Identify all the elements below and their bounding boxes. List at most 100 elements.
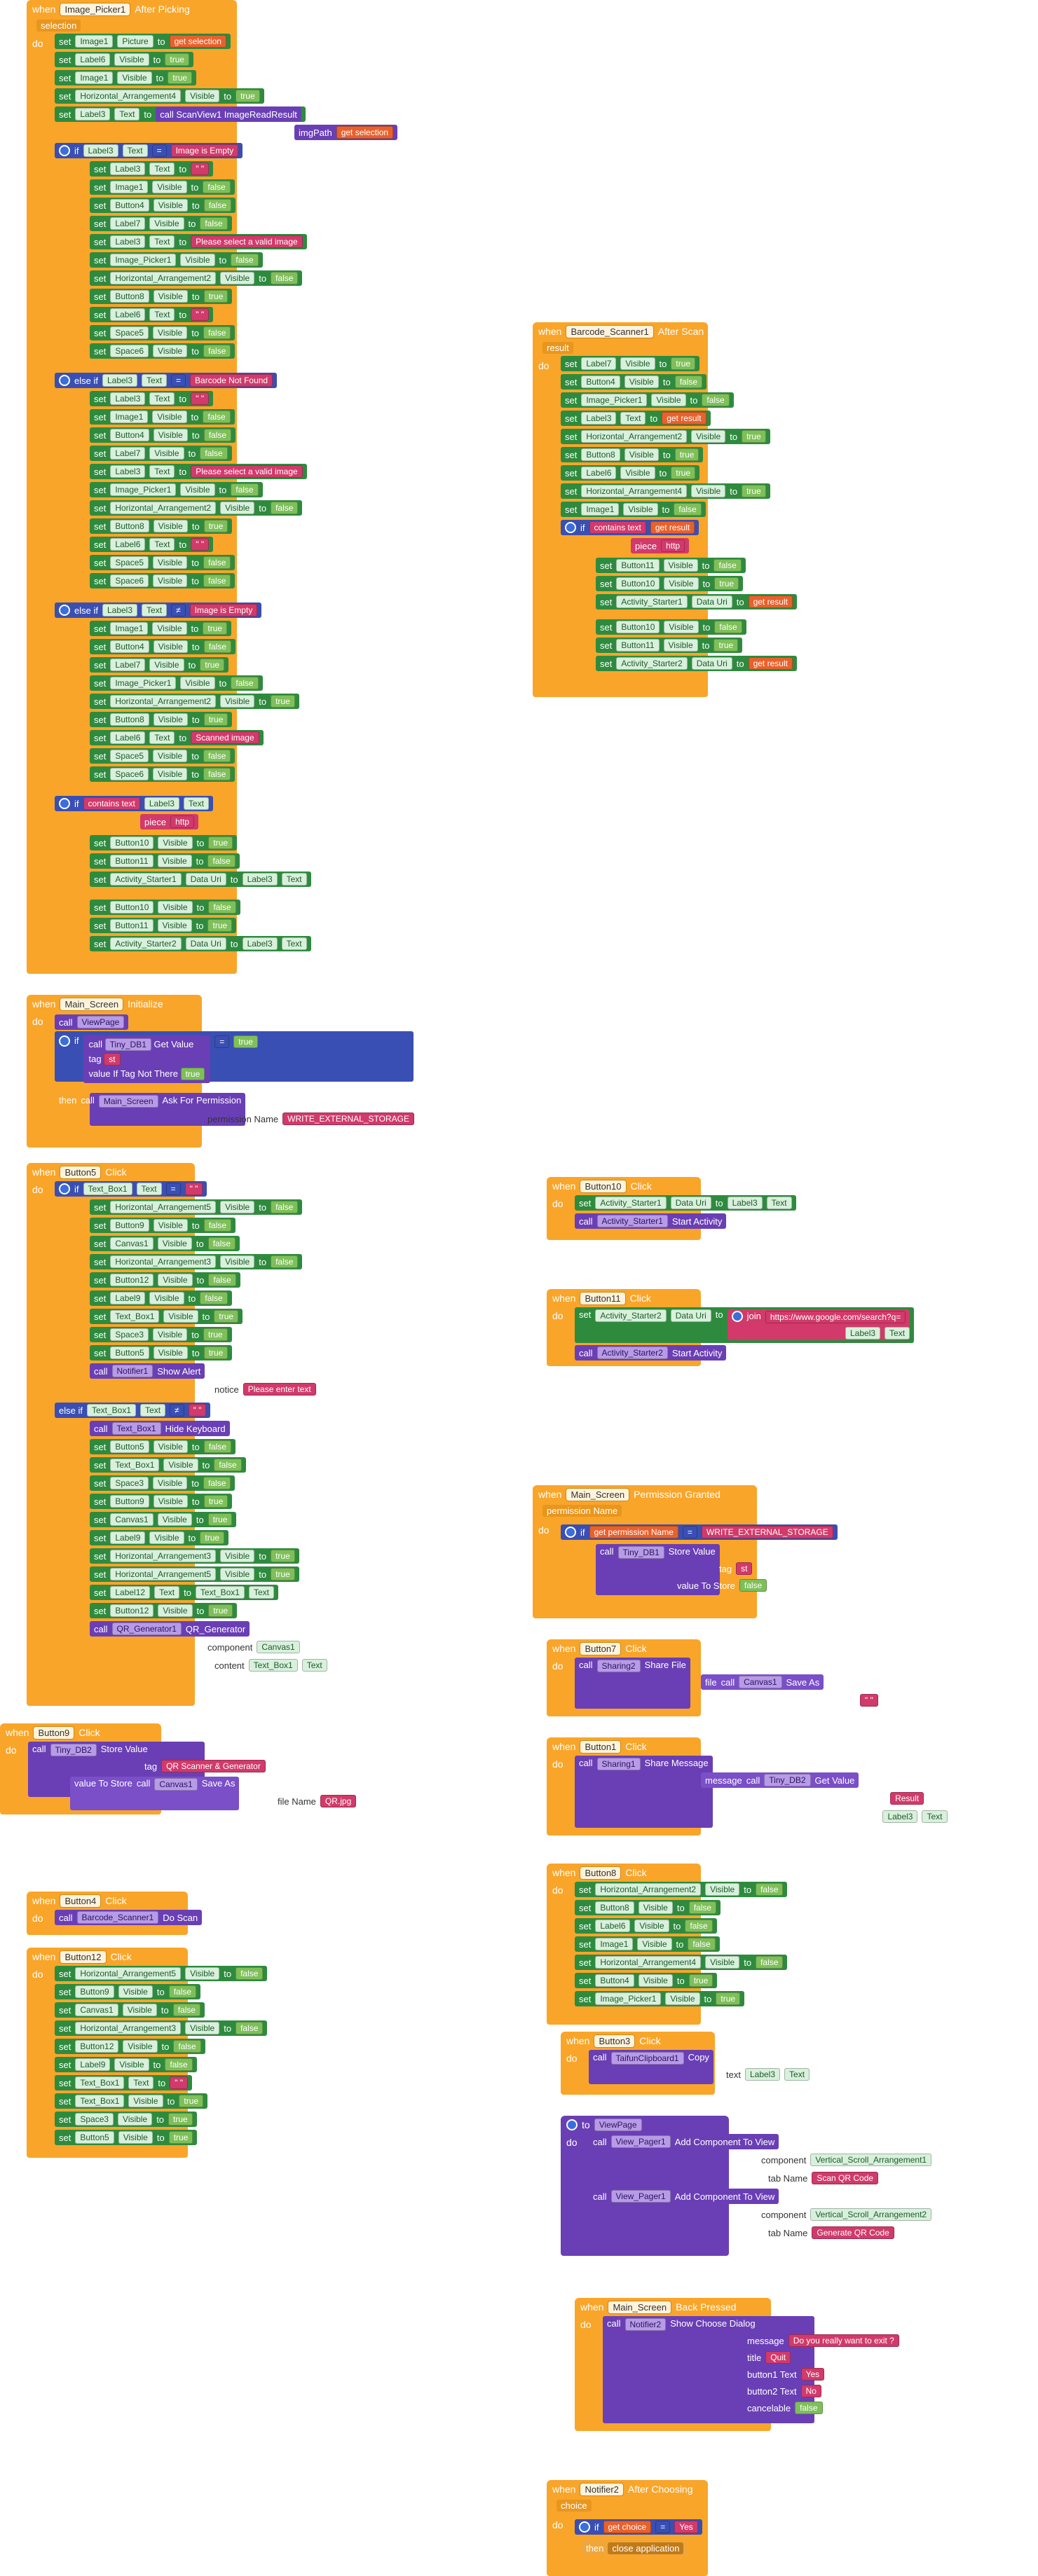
- eq-operator[interactable]: =: [682, 1526, 697, 1538]
- value-socket[interactable]: false: [688, 1938, 716, 1950]
- call-ask-permission[interactable]: then call Main_Screen Ask For Permission: [59, 1093, 246, 1126]
- value-socket[interactable]: Please select a valid image: [191, 235, 303, 248]
- prop-dropdown[interactable]: Text: [149, 731, 175, 744]
- prop-dropdown[interactable]: Visible: [114, 53, 149, 66]
- scanner-dropdown[interactable]: Barcode_Scanner1: [76, 1911, 159, 1924]
- call-viewpage[interactable]: call ViewPage: [55, 1014, 129, 1030]
- prop-dropdown[interactable]: Visible: [153, 1477, 188, 1489]
- value-socket[interactable]: true: [207, 919, 233, 932]
- component-dropdown[interactable]: Activity_Starter1: [616, 595, 688, 608]
- prop-dropdown[interactable]: Visible: [149, 1531, 184, 1544]
- component-dropdown[interactable]: Activity_Starter2: [616, 657, 688, 670]
- component-dropdown[interactable]: Button10: [110, 836, 154, 849]
- component-dropdown[interactable]: Image_Picker1: [110, 483, 177, 496]
- component-dropdown[interactable]: Button11: [616, 639, 660, 652]
- textbox-dropdown[interactable]: Text_Box1: [86, 1404, 137, 1417]
- value-socket[interactable]: false: [203, 750, 231, 762]
- compare-value[interactable]: Image is Empty: [170, 144, 239, 157]
- value-socket[interactable]: Label3: [242, 937, 278, 950]
- component-dropdown[interactable]: Button4: [595, 1974, 634, 1987]
- label-dropdown[interactable]: Label3: [727, 1197, 763, 1209]
- prop-dropdown[interactable]: Visible: [637, 1938, 672, 1950]
- set-activity_starter1-data uri[interactable]: setActivity_Starter1Data UritoLabel3Text: [90, 872, 311, 887]
- component-dropdown[interactable]: Horizontal_Arrangement3: [110, 1255, 217, 1268]
- value-socket[interactable]: true: [179, 2095, 204, 2107]
- prop-dropdown[interactable]: Visible: [153, 199, 188, 212]
- prop-dropdown[interactable]: Text: [620, 412, 646, 425]
- value-socket[interactable]: true: [203, 520, 228, 532]
- call-get-value[interactable]: call Tiny_DB1 Get Value tag st value If …: [83, 1035, 211, 1083]
- prop-dropdown[interactable]: Visible: [114, 2058, 149, 2071]
- component-dropdown[interactable]: Horizontal_Arrangement2: [110, 272, 217, 284]
- set-activity_starter1-data uri[interactable]: setActivity_Starter1Data Uritoget result: [596, 594, 797, 609]
- component-dropdown[interactable]: Label7: [110, 447, 146, 460]
- prop-dropdown[interactable]: Visible: [220, 695, 255, 708]
- text-dropdown[interactable]: Text: [248, 1586, 274, 1599]
- prop-dropdown[interactable]: Visible: [122, 2004, 157, 2016]
- call-copy[interactable]: call TaifunClipboard1 Copy: [589, 2050, 713, 2084]
- component-dropdown[interactable]: Label9: [110, 1531, 146, 1544]
- label-dropdown[interactable]: Label3: [744, 2068, 781, 2081]
- tinydb-dropdown[interactable]: Tiny_DB2: [50, 1744, 97, 1756]
- prop-dropdown[interactable]: Visible: [118, 1985, 153, 1998]
- label-dropdown[interactable]: Label3: [882, 1810, 918, 1823]
- call-store-value[interactable]: call Tiny_DB1 Store Value: [596, 1544, 720, 1595]
- call-show-choose-dialog[interactable]: call Notifier2 Show Choose Dialog: [603, 2316, 814, 2423]
- close-application[interactable]: then close application: [582, 2540, 688, 2556]
- param-value[interactable]: No: [800, 2385, 821, 2397]
- value-socket[interactable]: false: [203, 768, 231, 780]
- gear-icon[interactable]: [731, 1311, 743, 1322]
- component-dropdown[interactable]: Image1: [581, 503, 620, 516]
- true-value[interactable]: true: [180, 1068, 205, 1080]
- gear-icon[interactable]: [59, 145, 70, 156]
- value-socket[interactable]: true: [168, 71, 193, 84]
- prop-dropdown[interactable]: Visible: [185, 2022, 220, 2034]
- get-choice[interactable]: get choice: [603, 2521, 652, 2533]
- tag-value[interactable]: Result: [890, 1792, 924, 1805]
- true-value[interactable]: true: [233, 1035, 258, 1048]
- component-dropdown[interactable]: Canvas1: [110, 1513, 153, 1526]
- value-socket[interactable]: true: [271, 695, 295, 708]
- prop-dropdown[interactable]: Visible: [663, 639, 698, 652]
- gear-icon[interactable]: [565, 522, 576, 533]
- value-socket[interactable]: Please select a valid image: [191, 465, 303, 478]
- component-dropdown[interactable]: Horizontal_Arrangement5: [110, 1568, 217, 1580]
- eq-operator[interactable]: =: [171, 374, 186, 387]
- value-socket[interactable]: " ": [191, 538, 210, 551]
- prop-dropdown[interactable]: Visible: [664, 621, 699, 633]
- value-socket[interactable]: true: [214, 1310, 239, 1323]
- prop-dropdown[interactable]: Data Uri: [185, 873, 226, 886]
- prop-dropdown[interactable]: Visible: [691, 430, 726, 443]
- label-dropdown[interactable]: Label3: [83, 144, 118, 157]
- prop-dropdown[interactable]: Visible: [153, 429, 188, 441]
- component-dropdown[interactable]: Space5: [110, 750, 149, 762]
- prop-dropdown[interactable]: Visible: [638, 1974, 673, 1987]
